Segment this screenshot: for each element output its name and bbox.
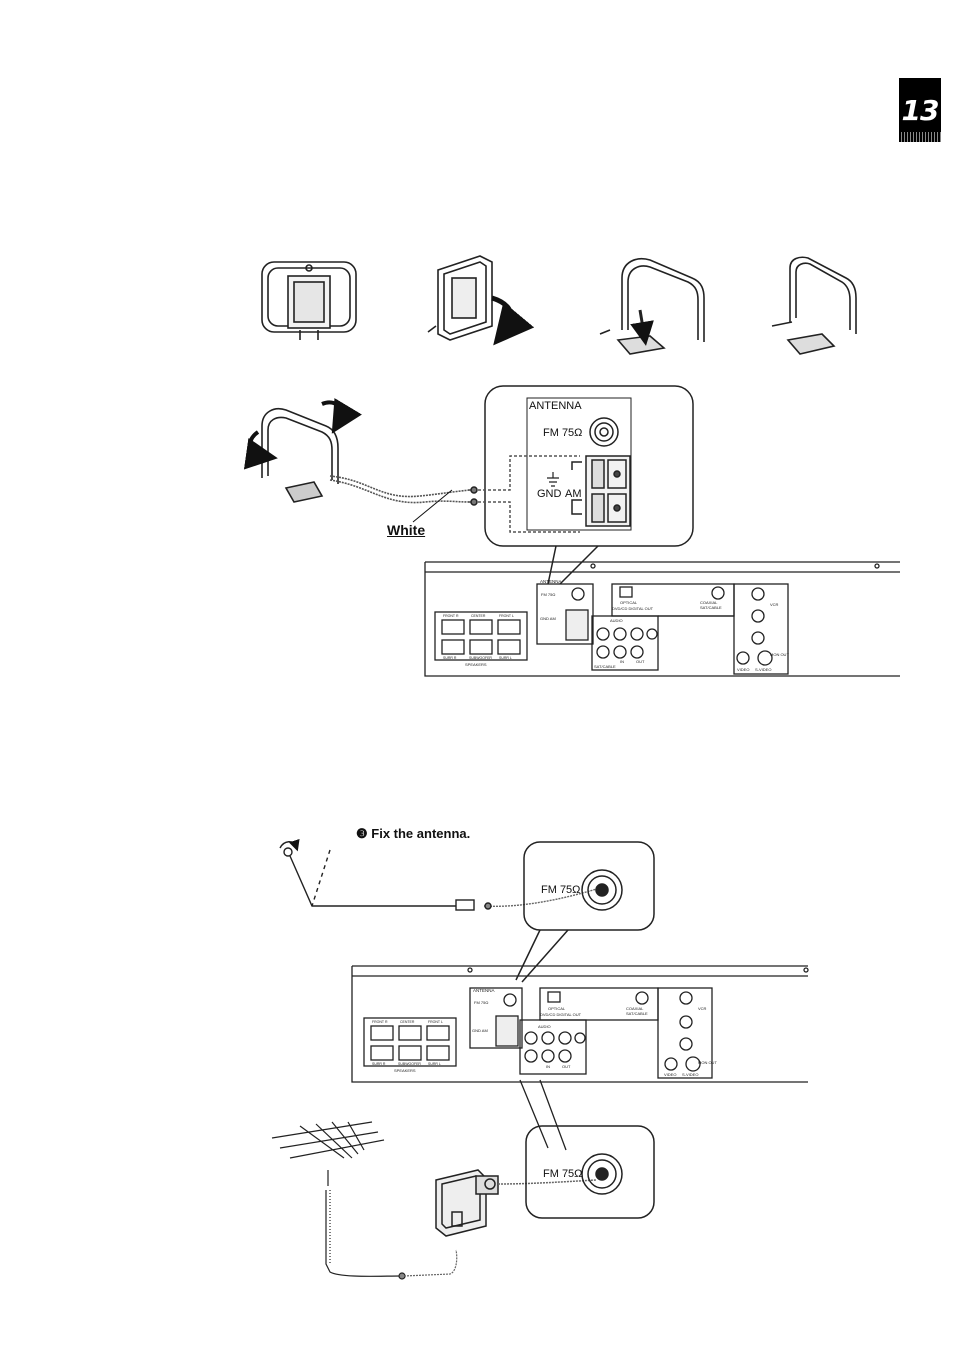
antenna-adapter-plug-icon (435, 1169, 597, 1237)
panel2-speakers-label: SPEAKERS (394, 1068, 416, 1073)
panel2-center: CENTER (400, 1020, 415, 1024)
panel1-surr-r: SURR R (443, 656, 457, 660)
panel2-video-label: VIDEO (664, 1072, 676, 1077)
fm-jack-label: FM 75Ω (543, 427, 583, 439)
panel1-antenna-label: ANTENNA (540, 579, 562, 584)
panel1-coaxial-label: COAXIAL (700, 600, 718, 605)
panel2-optical-label: OPTICAL (548, 1006, 566, 1011)
am-loop-step1-icon (261, 261, 357, 340)
panel1-front-r: FRONT R (443, 614, 459, 618)
panel1-center: CENTER (471, 614, 486, 618)
fix-antenna-step: ❸ Fix the antenna. (356, 826, 471, 841)
panel1-speakers-label: SPEAKERS (465, 662, 487, 667)
panel1-fm-label: FM 75Ω (541, 592, 555, 597)
white-wire-label: White (387, 522, 426, 538)
fm-jack-enlarged-bottom (525, 1125, 655, 1219)
panel2-in-label: IN (546, 1064, 550, 1069)
panel2-optical-sub: DVD/CD DIGITAL OUT (540, 1012, 582, 1017)
panel2-vcr-label: VCR (698, 1006, 707, 1011)
panel1-gnd-am-label: GND AM (540, 616, 556, 621)
receiver-rear-panel-2 (351, 965, 809, 1151)
am-loop-connected-icon (243, 398, 471, 523)
panel2-surr-r: SURR R (372, 1062, 386, 1066)
panel2-monout-label: MON OUT (698, 1060, 717, 1065)
fm-jack-label-bottom: FM 75Ω (543, 1168, 583, 1180)
panel1-coaxial-sub: SAT/CABLE (700, 605, 722, 610)
panel1-monout-label: MON OUT (770, 652, 789, 657)
page-number-tab: 13 (899, 78, 941, 142)
panel1-audio-label: AUDIO (610, 618, 623, 623)
gnd-label: GND (537, 488, 562, 500)
am-loop-step2-icon (427, 255, 535, 346)
panel1-surr-l: SURR L (499, 656, 512, 660)
panel2-front-l: FRONT L (428, 1020, 443, 1024)
fm-jack-enlarged-top (515, 841, 655, 983)
outdoor-fm-antenna-icon (271, 1121, 458, 1280)
antenna-heading: ANTENNA (529, 400, 582, 412)
panel2-front-r: FRONT R (372, 1020, 388, 1024)
panel1-in-label: IN (620, 659, 624, 664)
fm-wire-antenna-icon (279, 838, 601, 911)
panel2-surr-l: SURR L (428, 1062, 441, 1066)
panel1-vcr-label: VCR (770, 602, 779, 607)
am-loop-step3-icon (599, 258, 705, 355)
am-loop-step4-icon (771, 256, 857, 355)
am-label: AM (565, 488, 582, 500)
panel2-audio-label: AUDIO (538, 1024, 551, 1029)
panel1-out-label: OUT (636, 659, 645, 664)
tab-shading (899, 132, 941, 142)
panel1-optical-label: OPTICAL (620, 600, 638, 605)
page-number: 13 (901, 93, 940, 127)
panel2-coaxial-sub: SAT/CABLE (626, 1011, 648, 1016)
panel1-subwoofer: SUBWOOFER (469, 656, 492, 660)
panel2-svideo-label: S-VIDEO (682, 1072, 698, 1077)
fm-jack-label-top: FM 75Ω (541, 884, 581, 896)
panel2-coaxial-label: COAXIAL (626, 1006, 644, 1011)
panel2-subwoofer: SUBWOOFER (398, 1062, 421, 1066)
panel1-svideo-label: S-VIDEO (755, 667, 771, 672)
panel1-front-l: FRONT L (499, 614, 514, 618)
panel1-video-label: VIDEO (737, 667, 749, 672)
panel1-optical-sub: DVD/CD DIGITAL OUT (612, 606, 654, 611)
panel2-out-label: OUT (562, 1064, 571, 1069)
panel1-satcable-label: SAT/CABLE (594, 664, 616, 669)
panel2-antenna-label: ANTENNA (473, 988, 495, 993)
panel2-fm-label: FM 75Ω (474, 1000, 488, 1005)
receiver-rear-panel-1 (424, 561, 900, 677)
antenna-terminal-enlarged (468, 385, 694, 585)
panel2-gnd-am-label: GND AM (472, 1028, 488, 1033)
